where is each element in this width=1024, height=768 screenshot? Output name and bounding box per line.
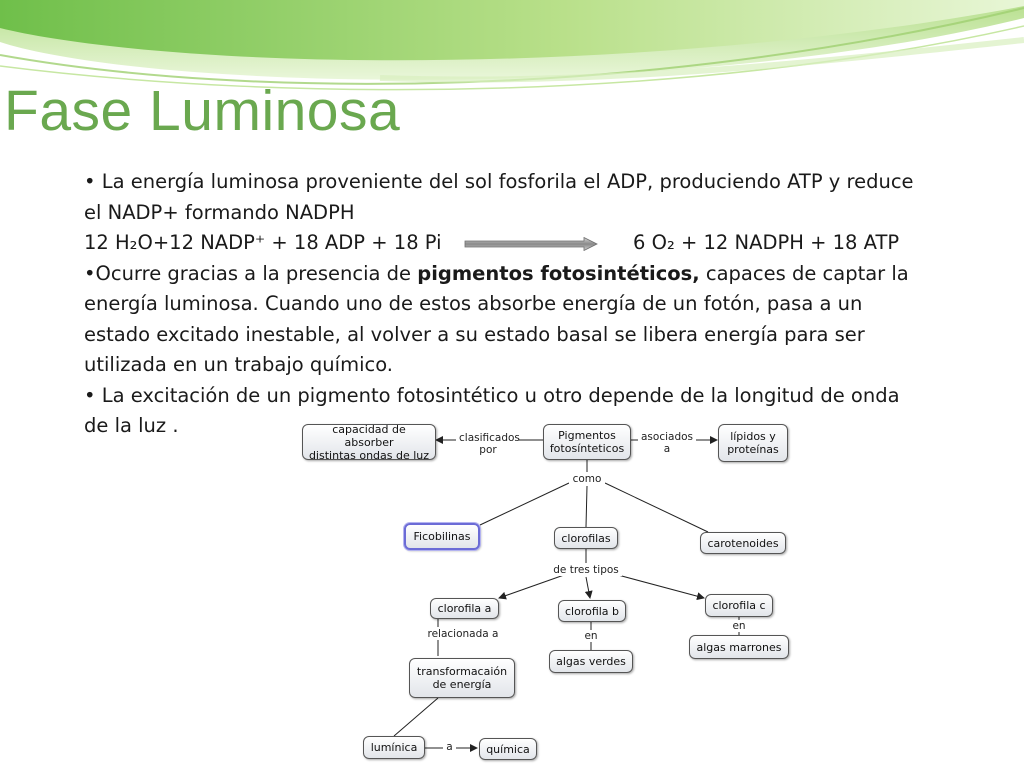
connector-tipos-clorofila-b	[584, 576, 593, 599]
link-en-clorofila-b: en	[583, 630, 599, 642]
connector-tipos-clorofila-c	[617, 574, 705, 601]
node-pigmentos-fotosinteticos[interactable]: Pigmentos fotosínteticos	[543, 424, 631, 460]
link-asociados-a: asociados a	[639, 431, 695, 455]
node-clorofilas[interactable]: clorofilas	[554, 527, 618, 549]
node-clorofila-a[interactable]: clorofila a	[430, 598, 499, 619]
connector-como-clorofilas	[585, 485, 588, 528]
header-swoosh-decoration	[0, 0, 1024, 91]
node-luminica[interactable]: lumínica	[363, 736, 425, 759]
paragraph-2-line-4: utilizada en un trabajo químico.	[84, 353, 394, 376]
paragraph-2-bold-term: pigmentos fotosintéticos,	[417, 261, 700, 285]
connector-transformacion-luminica	[393, 697, 439, 737]
link-como: como	[569, 473, 605, 485]
link-en-clorofila-c: en	[731, 620, 747, 632]
paragraph-2-prefix: •Ocurre gracias a la presencia de	[84, 261, 418, 285]
paragraph-2-line-1: •Ocurre gracias a la presencia de pigmen…	[84, 259, 974, 290]
paragraph-2-line-2: energía luminosa. Cuando uno de estos ab…	[84, 292, 863, 315]
slide-body: • La energía luminosa proveniente del so…	[84, 167, 974, 442]
node-lipidos-proteinas[interactable]: lípidos y proteínas	[718, 424, 788, 462]
paragraph-3-line-2: de la luz .	[84, 414, 179, 437]
node-quimica[interactable]: química	[479, 738, 537, 760]
paragraph-1-line-1: • La energía luminosa proveniente del so…	[84, 170, 914, 193]
node-carotenoides[interactable]: carotenoides	[700, 532, 786, 554]
link-relacionada-a: relacionada a	[424, 628, 502, 640]
link-de-tres-tipos: de tres tipos	[550, 564, 622, 576]
node-algas-verdes[interactable]: algas verdes	[549, 650, 633, 673]
equation-products: 6 O₂ + 12 NADPH + 18 ATP	[633, 231, 900, 254]
equation-reactants: 12 H₂O+12 NADP⁺ + 18 ADP + 18 Pi	[84, 231, 442, 254]
link-clasificados-por: clasificados por	[459, 432, 520, 456]
node-capacidad-absorber[interactable]: capacidad de absorber distintas ondas de…	[302, 423, 436, 462]
paragraph-2-line-3: estado excitado inestable, al volver a s…	[84, 322, 865, 346]
paragraph-2-suffix: capaces de captar la	[699, 261, 909, 285]
connector-tipos-clorofila-a	[498, 574, 565, 600]
node-clorofila-b[interactable]: clorofila b	[558, 600, 626, 622]
reaction-arrow-icon	[464, 237, 598, 251]
node-transformacion-energia[interactable]: transformacaión de energía	[409, 658, 515, 698]
node-clorofila-c[interactable]: clorofila c	[705, 594, 773, 617]
slide-title: Fase Luminosa	[4, 79, 401, 143]
connector-como-ficobilinas	[479, 482, 570, 526]
node-ficobilinas[interactable]: Ficobilinas	[404, 523, 480, 550]
node-algas-marrones[interactable]: algas marrones	[689, 635, 789, 659]
connector-como-carotenoides	[604, 482, 709, 533]
chemical-equation: 12 H₂O+12 NADP⁺ + 18 ADP + 18 Pi 6 O₂ + …	[84, 228, 974, 259]
concept-map-connectors	[393, 436, 740, 752]
concept-map: capacidad de absorber distintas ondas de…	[296, 420, 800, 768]
paragraph-1-line-2: el NADP+ formando NADPH	[84, 200, 355, 224]
paragraph-3-line-1: • La excitación de un pigmento fotosinté…	[84, 383, 900, 407]
link-a: a	[444, 741, 455, 753]
